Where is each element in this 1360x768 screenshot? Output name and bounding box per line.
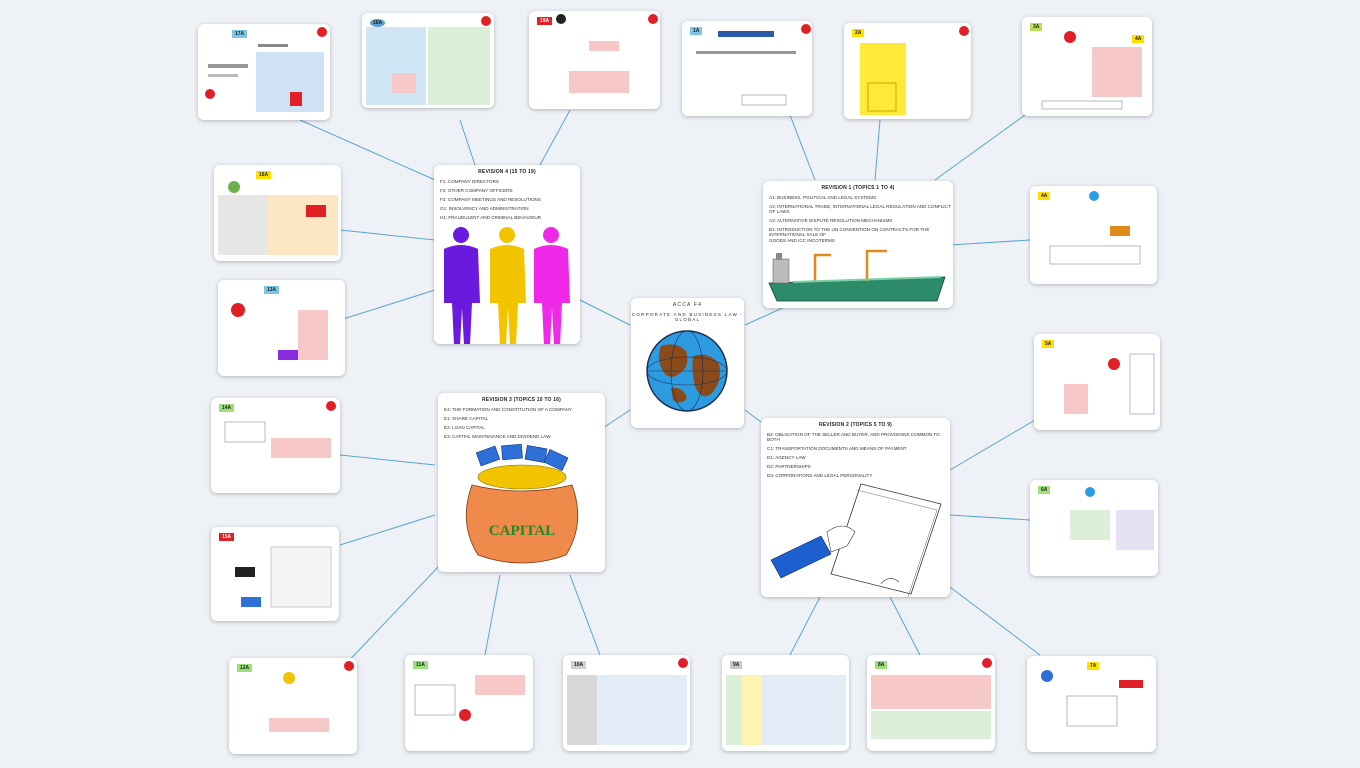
revision-4-title: REVISION 4 (15 TO 19) [478,169,536,175]
bag-label: CAPITAL [489,523,555,539]
slide-tag: 17A [232,30,248,38]
slide-thumbnail-1a[interactable]: 1A [682,21,812,116]
revision-1-item: B1: INTRODUCTION TO THE UN CONVENTION ON… [769,227,930,237]
slide-thumbnail-16a[interactable]: 16A [214,165,341,261]
slide-thumbnail-5a[interactable]: 5A [1034,334,1160,430]
slide-tag: 3A [1030,23,1043,31]
revision-2-item: D3: CORPORATIONS AND LEGAL PERSONALITY [767,473,873,478]
slide-tag: 2A [852,29,865,37]
slide-thumbnail-14a[interactable]: 14A [211,398,340,493]
slide-tag: 8A [875,661,888,669]
slide-thumbnail-15a[interactable]: 15A [211,527,339,621]
revision-4-item: F2: OTHER COMPANY OFFICERS [440,188,513,193]
slide-tag: 16A [256,171,272,179]
revision-1-title: REVISION 1 (TOPICS 1 TO 4) [821,185,895,191]
globe-icon [646,330,728,412]
slide-thumbnail-17a[interactable]: 17A [198,24,330,120]
directors-illustration [444,227,570,344]
slide-tag: 7A [1087,662,1100,670]
revision-3-title: REVISION 3 (TOPICS 10 TO 16) [481,397,562,403]
revision-1-item: A1: BUSINESS, POLITICAL AND LEGAL SYSTEM… [769,195,877,200]
revision-3-item: E2: LOAN CAPITAL [444,425,485,430]
slide-thumbnail-6a[interactable]: 6A [1030,480,1158,576]
slide-tag: 4A [1038,192,1051,200]
revision-3-item: E1: SHARE CAPITAL [444,416,489,421]
slide-thumbnail-12a[interactable]: 12A [229,658,357,754]
slide-tag: 5A [1042,340,1055,348]
revision-2-card[interactable]: REVISION 2 (TOPICS 5 TO 9) B2: OBLIGATIO… [761,418,950,597]
slide-thumbnail-18a[interactable]: 18A [362,13,494,108]
slide-tag: 10A [571,661,587,669]
slide-tag: 11A [413,661,428,669]
revision-1-item: GOODS AND ICC INCOTERMS [769,238,835,243]
slide-thumbnail-9a[interactable]: 9A [722,655,849,751]
revision-1-item: A3: ALTERNATIVE DISPUTE RESOLUTION MECHA… [769,218,893,223]
center-title-line2: CORPORATE AND BUSINESS LAW - GLOBAL [631,312,744,322]
slide-tag: 18A [370,19,386,27]
slide-tag: 6A [1038,486,1051,494]
revision-3-card[interactable]: REVISION 3 (TOPICS 10 TO 16) E4: THE FOR… [438,393,605,572]
contract-handshake-icon [770,483,942,597]
slide-tag: 19A [537,17,553,25]
revision-2-title: REVISION 2 (TOPICS 5 TO 9) [818,422,893,428]
center-title-line1: ACCA F4 [672,302,703,308]
slide-thumbnail-3a-4a[interactable]: 3A 4A [1022,17,1152,116]
money-bag-icon: CAPITAL [465,443,579,564]
revision-4-item: G1: INSOLVENCY AND ADMINISTRATION [440,206,529,211]
cargo-ship-icon [768,249,946,302]
revision-3-item: E3: CAPITAL MAINTENANCE AND DIVIDEND LAW [444,434,551,439]
revision-4-item: F1: COMPANY DIRECTORS [440,179,499,184]
slide-tag: 15A [219,533,235,541]
revision-1-card[interactable]: REVISION 1 (TOPICS 1 TO 4) A1: BUSINESS,… [763,181,953,308]
slide-thumbnail-8a[interactable]: 8A [867,655,995,751]
revision-1-item: A2: INTERNATIONAL TRADE, INTERNATIONAL L… [769,204,951,214]
slide-thumbnail-11a[interactable]: 11A [405,655,533,751]
slide-thumbnail-7a[interactable]: 7A [1027,656,1156,752]
center-topic-card[interactable]: ACCA F4 CORPORATE AND BUSINESS LAW - GLO… [631,298,744,428]
slide-tag: 13A [264,286,280,294]
slide-tag: 12A [237,664,253,672]
slide-tag: 1A [690,27,703,35]
slide-tag: 14A [219,404,235,412]
revision-2-item: B2: OBLIGATION OF THE SELLER AND BUYER, … [767,432,940,442]
slide-thumbnail-10a[interactable]: 10A [563,655,690,751]
slide-tag: 9A [730,661,743,669]
revision-4-card[interactable]: REVISION 4 (15 TO 19) F1: COMPANY DIRECT… [434,165,580,344]
slide-thumbnail-4a[interactable]: 4A [1030,186,1157,284]
revision-2-item: D2: PARTNERSHIPS [767,464,811,469]
revision-4-item: H1: FRAUDULENT AND CRIMINAL BEHAVIOUR [440,215,541,220]
slide-tag: 4A [1132,35,1145,43]
slide-thumbnail-2a[interactable]: 2A [844,23,971,119]
slide-thumbnail-13a[interactable]: 13A [218,280,345,376]
revision-3-item: E4: THE FORMATION AND CONSTITUTION OF A … [444,407,572,412]
slide-thumbnail-19a[interactable]: 19A [529,11,660,109]
revision-2-item: D1: AGENCY LAW [767,455,806,460]
revision-4-item: F3: COMPANY MEETINGS AND RESOLUTIONS [440,197,541,202]
revision-2-item: C1: TRANSPORTATION DOCUMENTS AND MEANS O… [767,446,907,451]
